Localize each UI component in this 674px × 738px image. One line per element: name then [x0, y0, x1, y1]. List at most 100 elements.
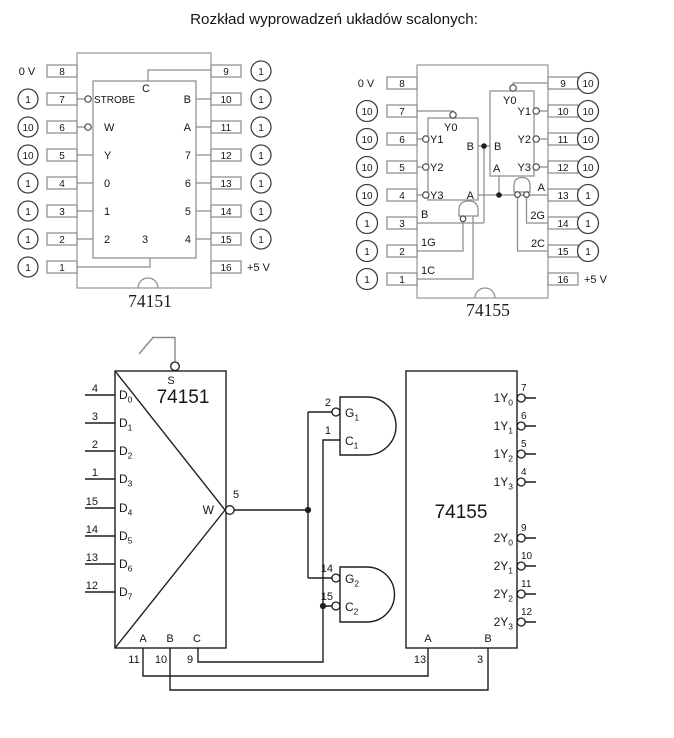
level-value: 1 — [258, 179, 264, 190]
level-circle — [355, 239, 379, 263]
signal-label: A — [538, 182, 546, 194]
level-circle — [17, 256, 39, 278]
level-value: 1 — [258, 151, 264, 162]
output-label: 1Y0 — [494, 391, 514, 408]
pin-number: 6 — [59, 123, 65, 134]
pin-number: 11 — [128, 654, 139, 666]
level-value: 10 — [361, 163, 373, 174]
level-circle — [250, 60, 272, 82]
input-label: D2 — [119, 444, 133, 461]
signal-label: 1G — [421, 237, 436, 249]
level-circle — [17, 88, 39, 110]
signal-label: 0 — [104, 178, 110, 190]
output-label: 2Y0 — [494, 531, 514, 548]
gate-input-label: C2 — [345, 600, 359, 617]
pin-number: 12 — [521, 607, 533, 618]
application-circuit: S 74151 4 3 2 1 15 14 13 12 D0 D1 D2 D3 … — [85, 336, 536, 691]
signal-label: Y2 — [430, 162, 443, 174]
signal-label: A — [493, 163, 501, 175]
level-circle — [355, 99, 379, 123]
signal-label: Y3 — [518, 162, 531, 174]
level-value: 10 — [22, 151, 34, 162]
level-circle — [17, 144, 39, 166]
level-value: 1 — [25, 235, 31, 246]
level-circle — [576, 211, 600, 235]
signal-label: B — [467, 141, 474, 153]
signal-label: W — [104, 122, 115, 134]
level-circle — [250, 144, 272, 166]
pin-number: 3 — [399, 219, 405, 230]
level-value: 1 — [364, 219, 370, 230]
signal-label: Y — [104, 150, 112, 162]
signal-label: 5 — [185, 206, 191, 218]
ic-name: 74155 — [435, 502, 488, 523]
pin-box — [46, 204, 78, 218]
supply-label: 0 V — [19, 66, 36, 78]
input-label: D3 — [119, 472, 133, 489]
pin-number: 9 — [223, 67, 229, 78]
pin-box — [210, 176, 242, 190]
pin-number: 10 — [220, 95, 232, 106]
signal-label: 2G — [530, 210, 545, 222]
signal-label: A — [184, 122, 192, 134]
pin-box — [46, 92, 78, 106]
level-value: 10 — [582, 107, 594, 118]
junction-dot — [319, 602, 327, 610]
level-circle — [355, 211, 379, 235]
pin-number: 9 — [560, 79, 566, 90]
inverter-bubble — [516, 477, 526, 487]
pin-number: 15 — [557, 247, 569, 258]
select-input-label: S — [167, 375, 174, 387]
pin-number: 3 — [477, 654, 483, 666]
pin-box — [46, 232, 78, 246]
pin-number: 1 — [399, 275, 405, 286]
inverter-bubble — [509, 84, 517, 92]
pin-number: 1 — [59, 263, 65, 274]
pin-box — [46, 260, 78, 274]
signal-label: 2C — [531, 238, 545, 250]
output-label: W — [203, 503, 215, 517]
pin-number: 7 — [521, 383, 527, 394]
level-circle — [576, 239, 600, 263]
pin-number: 13 — [414, 654, 426, 666]
pin-number: 8 — [59, 67, 65, 78]
pin-number: 3 — [59, 207, 65, 218]
level-circle — [355, 183, 379, 207]
level-circle — [576, 155, 600, 179]
level-circle — [355, 127, 379, 151]
signal-label: 1 — [104, 206, 110, 218]
pin-number: 12 — [557, 163, 569, 174]
select-wires — [142, 648, 489, 691]
output-label: 1Y1 — [494, 419, 514, 436]
pin-box — [210, 204, 242, 218]
level-circle — [576, 99, 600, 123]
supply-label: 0 V — [358, 78, 375, 90]
pin-number: 15 — [321, 591, 333, 603]
and-gate-1 — [458, 200, 479, 217]
pin-box — [210, 148, 242, 162]
select-label: A — [139, 633, 147, 645]
inverter-bubble — [170, 361, 180, 372]
pin-number: 11 — [521, 579, 532, 590]
pin-number: 14 — [220, 207, 232, 218]
pin-number: 2 — [399, 247, 405, 258]
pin-number: 12 — [220, 151, 232, 162]
pinout-74155: 8 7 6 5 4 3 2 1 0 V 10 10 10 10 1 1 1 9 … — [355, 64, 608, 320]
supply-label: +5 V — [584, 274, 608, 286]
signal-label: B — [494, 141, 501, 153]
inverter-bubble — [449, 111, 457, 119]
pin-box — [210, 260, 242, 274]
mux-funnel-lines — [114, 370, 226, 649]
level-value: 10 — [582, 135, 594, 146]
level-value: 1 — [258, 123, 264, 134]
level-circle — [250, 228, 272, 250]
pin-box — [210, 232, 242, 246]
inverter-bubble — [523, 191, 530, 199]
pin-number: 9 — [187, 654, 193, 666]
signal-label: 1C — [421, 265, 435, 277]
inverter-bubble — [331, 601, 341, 611]
pin-number: 8 — [399, 79, 405, 90]
gate-input-label: G1 — [345, 406, 359, 423]
level-circle — [17, 228, 39, 250]
ic-package — [416, 64, 549, 299]
